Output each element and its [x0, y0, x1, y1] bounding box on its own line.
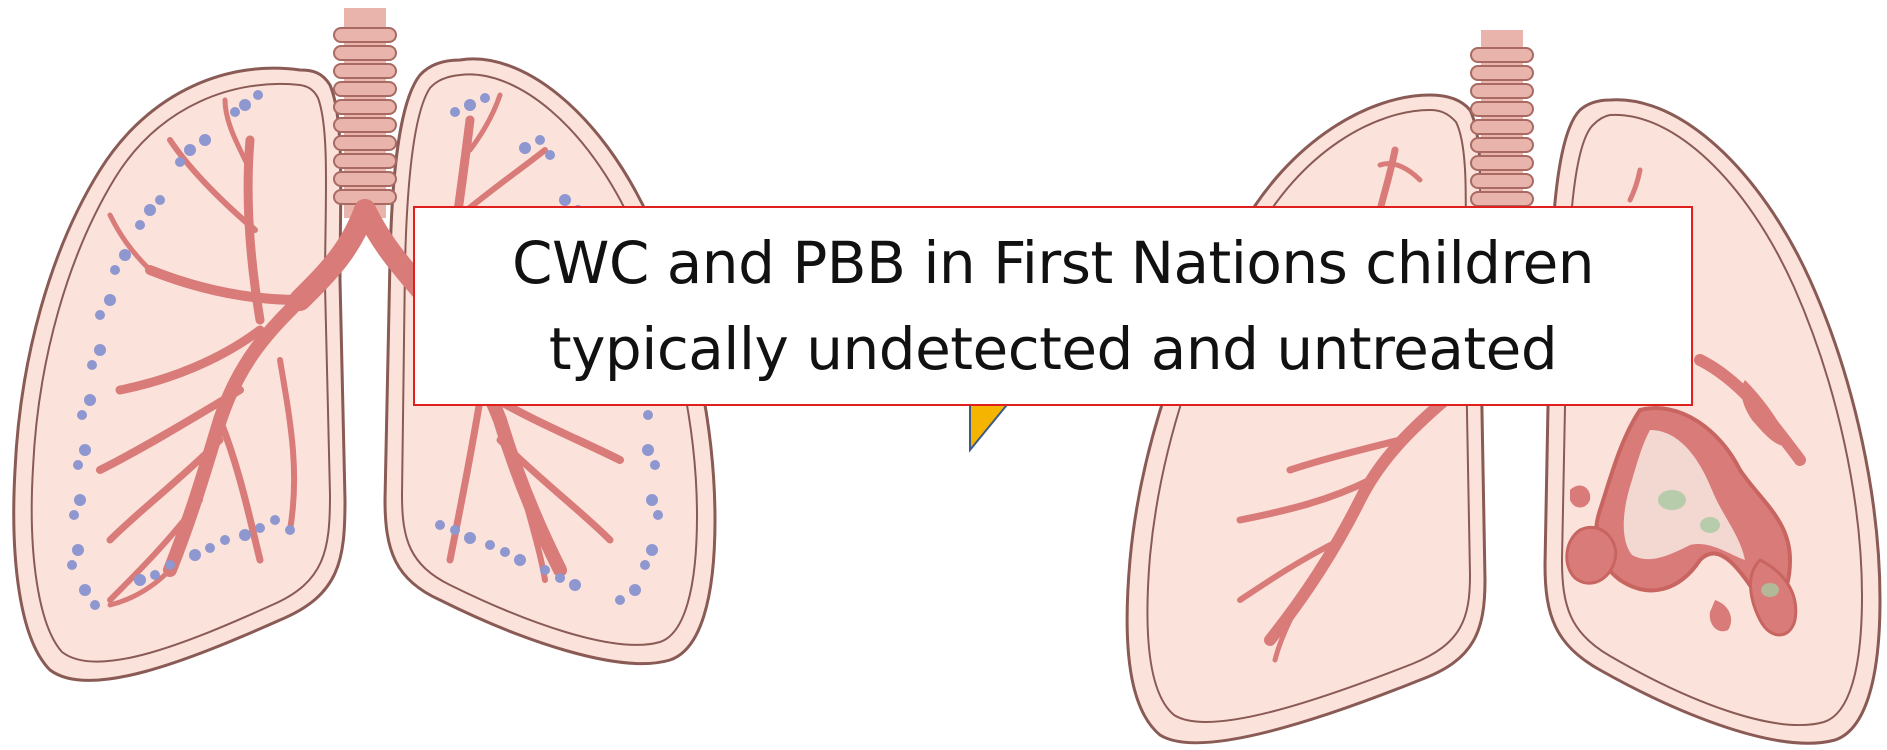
callout-box: CWC and PBB in First Nations children ty…: [413, 206, 1693, 406]
callout-line-2: typically undetected and untreated: [549, 306, 1557, 392]
healthy-trachea: [334, 8, 396, 218]
callout-line-1: CWC and PBB in First Nations children: [512, 220, 1594, 306]
damaged-trachea: [1471, 30, 1533, 220]
